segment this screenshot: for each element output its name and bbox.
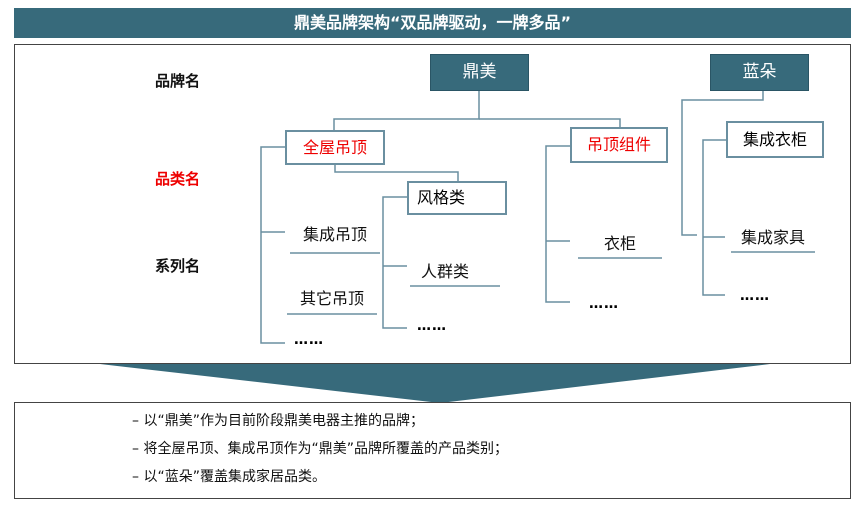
ellipsis-zujian: …… [589, 296, 619, 312]
brand-dingmei: 鼎美 [430, 54, 529, 91]
category-quanwu: 全屋吊顶 [285, 130, 385, 165]
category-yigui: 集成衣柜 [726, 121, 824, 158]
bullet-3: – 以“蓝朵”覆盖集成家居品类。 [132, 469, 326, 485]
ellipsis-fengge: …… [417, 318, 447, 334]
series-fengge: 风格类 [407, 181, 507, 215]
ellipsis-quanwu: …… [294, 332, 324, 348]
series-jiaju: 集成家具 [740, 228, 805, 247]
level-label-brand: 品牌名 [155, 72, 201, 90]
series-renqun: 人群类 [420, 262, 469, 281]
arrow-down [100, 364, 770, 403]
bullet-2: – 将全屋吊顶、集成吊顶作为“鼎美”品牌所覆盖的产品类别； [132, 441, 508, 457]
brand-landuo: 蓝朵 [710, 54, 809, 91]
series-yigui: 衣柜 [603, 234, 636, 253]
bullet-1: – 以“鼎美”作为目前阶段鼎美电器主推的品牌； [132, 413, 424, 429]
series-jicheng: 集成吊顶 [302, 225, 367, 244]
page-title: 鼎美品牌架构“双品牌驱动，一牌多品” [14, 8, 851, 38]
diagram-panel [14, 44, 851, 364]
ellipsis-landuo: …… [740, 288, 770, 304]
series-qita: 其它吊顶 [299, 289, 364, 308]
summary-panel [14, 402, 851, 499]
level-label-series: 系列名 [155, 257, 201, 275]
category-zujian: 吊顶组件 [570, 127, 668, 163]
level-label-category: 品类名 [155, 170, 201, 188]
